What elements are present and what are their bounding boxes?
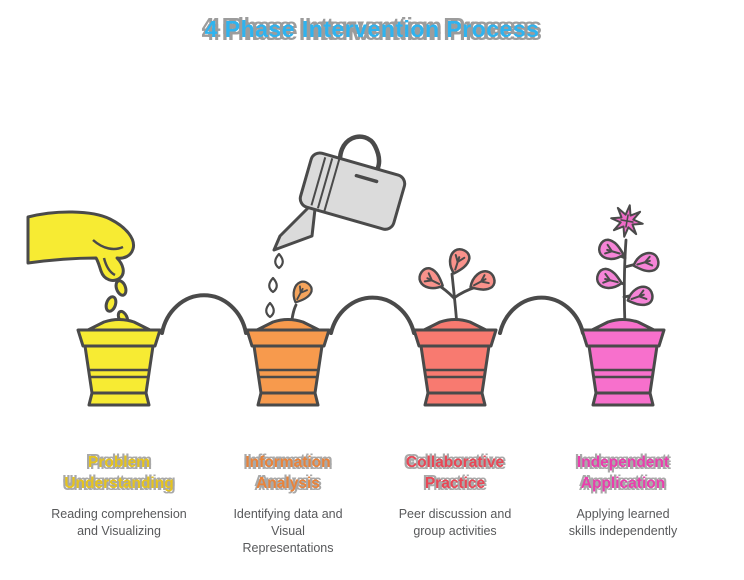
phase-1-title: Problem Understanding [64, 454, 174, 492]
phase-2-label: Information Analysis Identifying data an… [203, 452, 373, 557]
young-plant-icon [415, 245, 499, 329]
seed-icon [114, 279, 128, 297]
phase-1-label: Problem Understanding Reading comprehens… [34, 452, 204, 540]
water-drops [265, 252, 284, 319]
phase-3-title: Collaborative Practice [405, 454, 505, 492]
arc-connector [329, 295, 416, 335]
flower-pot-icon [245, 318, 331, 407]
arc-connectors [160, 293, 585, 335]
flower-pot-icon [76, 318, 162, 407]
blooming-flower-icon [593, 204, 662, 329]
phase-4-description: Applying learned skills independently [568, 507, 678, 538]
phase-3-label: Collaborative Practice Peer discussion a… [370, 452, 540, 540]
phase-2-title: Information Analysis [245, 454, 331, 492]
phase-3-description: Peer discussion and group activities [398, 507, 512, 538]
flower-pot-icon [580, 318, 666, 407]
can-spout [272, 198, 318, 252]
flower-star [610, 204, 644, 238]
hand-planting-seeds-icon [26, 210, 136, 327]
phase-2-description: Identifying data and Visual Representati… [233, 507, 343, 555]
seed-icon [104, 295, 118, 313]
phase-4-label: Independent Application Applying learned… [538, 452, 708, 540]
page-title: 4 Phase Intervention Process [204, 16, 540, 42]
water-drop-icon [274, 252, 284, 270]
arc-connector [160, 293, 248, 335]
phase-4-title: Independent Application [576, 454, 670, 492]
arc-connector [498, 295, 585, 335]
flower-pot-icon [412, 318, 498, 407]
water-drop-icon [268, 276, 278, 294]
can-handle [337, 134, 382, 173]
phase-1-description: Reading comprehension and Visualizing [51, 507, 187, 538]
water-drop-icon [265, 301, 275, 319]
watering-can-icon [272, 134, 407, 252]
